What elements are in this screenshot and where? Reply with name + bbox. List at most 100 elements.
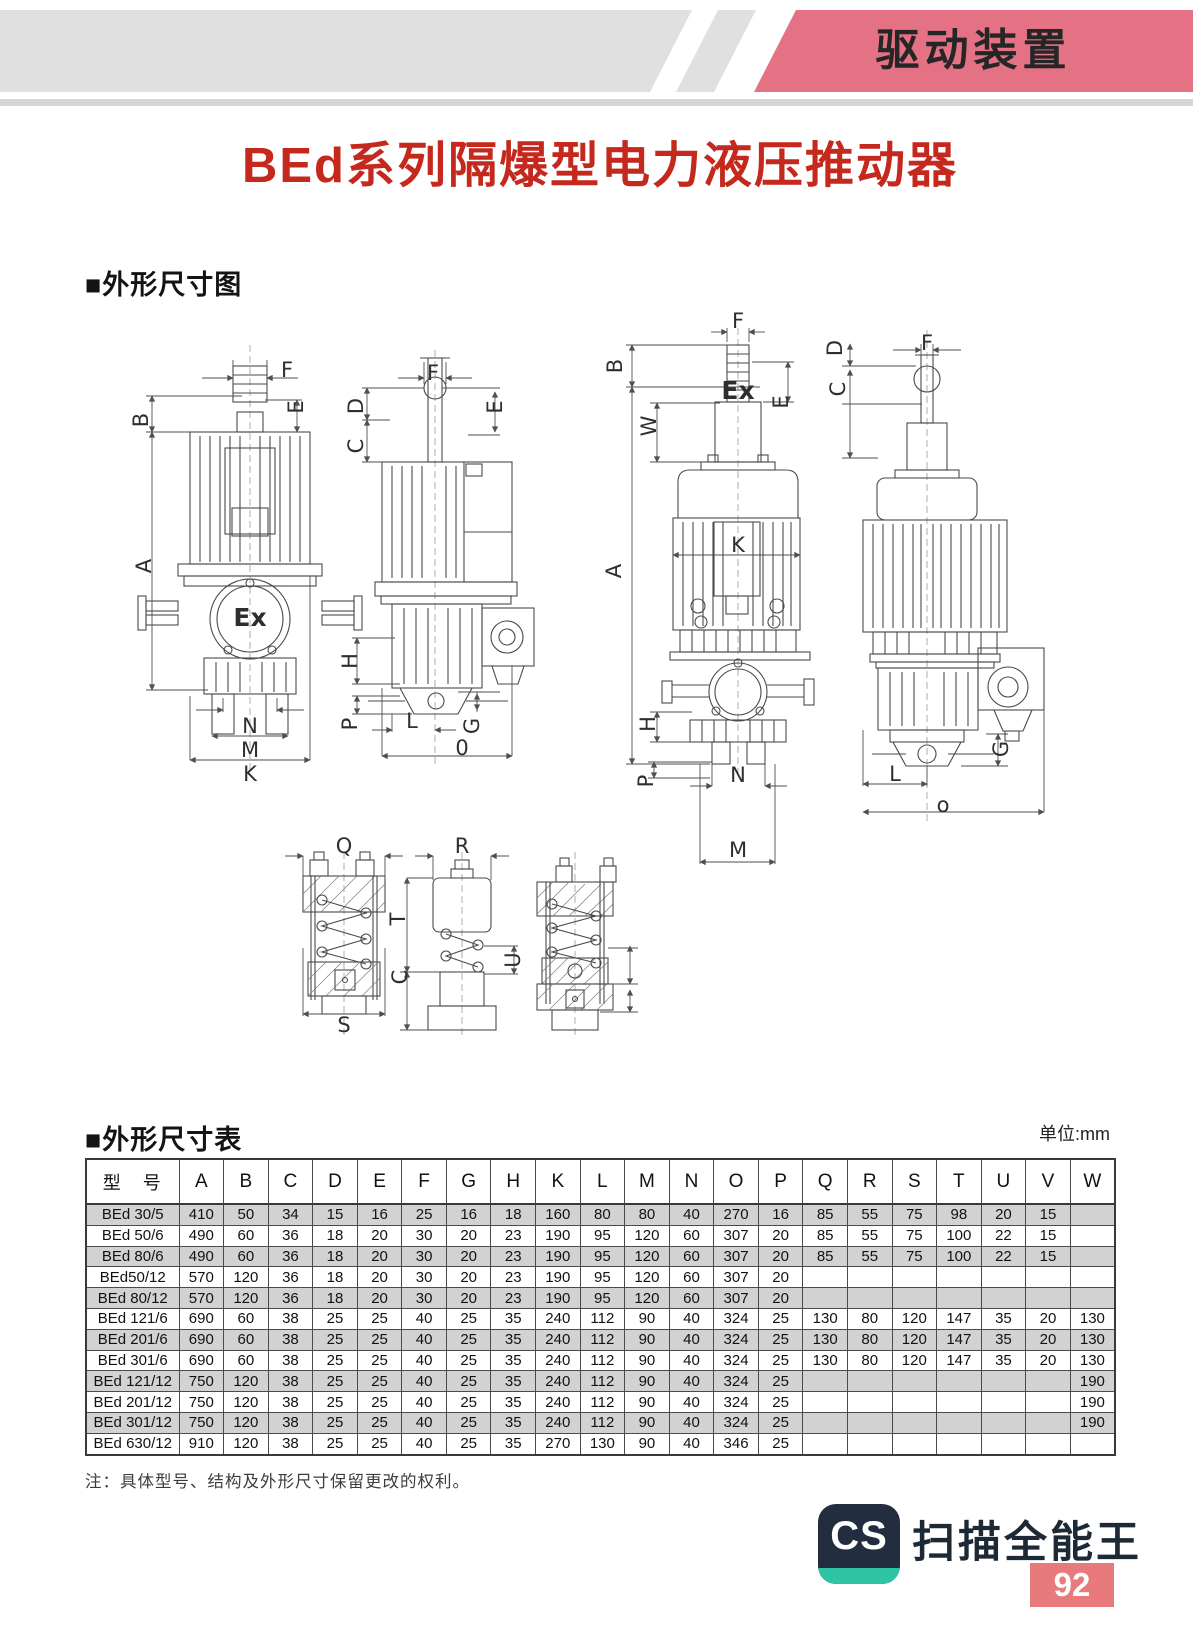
table-cell: 35 — [490, 1432, 536, 1456]
table-cell: 40 — [401, 1349, 447, 1372]
dimension-label: o — [937, 793, 950, 817]
table-cell: 120 — [624, 1287, 670, 1309]
table-cell — [891, 1432, 938, 1456]
table-cell: 30 — [401, 1224, 447, 1247]
dimension-label: P — [634, 775, 658, 788]
model-cell: BEd 80/6 — [85, 1245, 180, 1268]
logo-cs-text: CS — [830, 1514, 888, 1558]
table-cell: 25 — [757, 1370, 804, 1393]
table-cell: 112 — [579, 1411, 626, 1434]
table-cell — [802, 1370, 848, 1393]
banner-rule — [0, 99, 1193, 106]
dimension-label: C — [344, 439, 368, 454]
table-cell — [936, 1370, 982, 1393]
banner-gray-band — [0, 10, 692, 92]
table-cell: 38 — [267, 1328, 314, 1351]
table-cell — [802, 1391, 848, 1413]
table-cell — [1069, 1203, 1116, 1226]
table-cell: 40 — [401, 1307, 447, 1330]
table-cell: 690 — [178, 1349, 225, 1372]
table-cell: 90 — [624, 1432, 670, 1456]
table-cell: 25 — [356, 1432, 403, 1456]
table-cell: 90 — [624, 1307, 670, 1330]
dimension-label: 0 — [455, 736, 468, 760]
table-cell: 120 — [624, 1224, 670, 1247]
table-cell: 25 — [445, 1349, 492, 1372]
table-cell: 20 — [757, 1287, 804, 1309]
table-cell — [846, 1411, 893, 1434]
table-cell: 15 — [1025, 1245, 1071, 1268]
table-cell: 25 — [356, 1349, 403, 1372]
table-cell: 750 — [178, 1370, 225, 1393]
table-cell: 15 — [312, 1203, 358, 1226]
table-cell: 130 — [1069, 1349, 1116, 1372]
table-cell: 20 — [356, 1266, 403, 1289]
table-cell: 190 — [535, 1224, 581, 1247]
note-text: 注：具体型号、结构及外形尺寸保留更改的权利。 — [85, 1473, 470, 1491]
table-cell: 25 — [356, 1307, 403, 1330]
table-cell: 75 — [891, 1203, 938, 1226]
column-header-T: T — [936, 1158, 982, 1205]
table-cell: 38 — [267, 1391, 314, 1413]
table-cell: 190 — [1069, 1370, 1116, 1393]
table-cell: 120 — [891, 1307, 938, 1330]
table-cell: 25 — [356, 1370, 403, 1393]
table-cell — [980, 1391, 1027, 1413]
table-cell: 120 — [223, 1266, 269, 1289]
table-cell: 23 — [490, 1245, 536, 1268]
dimension-label: M — [729, 838, 747, 862]
table-cell: 35 — [490, 1349, 536, 1372]
table-cell: 20 — [356, 1245, 403, 1268]
model-cell: BEd 630/12 — [85, 1432, 180, 1456]
table-cell: 16 — [757, 1203, 804, 1226]
table-cell: 85 — [802, 1245, 848, 1268]
table-cell: 120 — [223, 1432, 269, 1456]
table-cell: 35 — [490, 1391, 536, 1413]
column-header-A: A — [178, 1158, 225, 1205]
page-number-badge: 92 — [1030, 1563, 1114, 1607]
table-cell: 18 — [312, 1224, 358, 1247]
table-cell — [846, 1432, 893, 1456]
dimension-label: B — [129, 413, 153, 427]
table-cell: 35 — [490, 1307, 536, 1330]
table-cell: 120 — [223, 1370, 269, 1393]
dimension-label: G — [989, 741, 1013, 757]
table-cell: 120 — [891, 1328, 938, 1351]
table-cell: 240 — [535, 1307, 581, 1330]
table-cell: 95 — [579, 1224, 626, 1247]
dimension-label: E — [769, 395, 793, 408]
table-cell: 490 — [178, 1224, 225, 1247]
model-cell: BEd50/12 — [85, 1266, 180, 1289]
table-cell — [1069, 1432, 1116, 1456]
table-cell — [936, 1411, 982, 1434]
table-cell: 40 — [668, 1203, 715, 1226]
column-header-Q: Q — [802, 1158, 848, 1205]
table-cell: 95 — [579, 1245, 626, 1268]
table-cell — [891, 1391, 938, 1413]
table-cell: 750 — [178, 1391, 225, 1413]
dimension-label: L — [889, 762, 901, 786]
column-header-F: F — [401, 1158, 447, 1205]
table-cell: 190 — [535, 1266, 581, 1289]
model-cell: BEd 201/12 — [85, 1391, 180, 1413]
table-cell: 190 — [1069, 1391, 1116, 1413]
table-cell: 120 — [624, 1266, 670, 1289]
table-cell: 90 — [624, 1411, 670, 1434]
table-cell: 60 — [668, 1266, 715, 1289]
table-cell: 30 — [401, 1287, 447, 1309]
table-cell — [1069, 1224, 1116, 1247]
table-cell: 307 — [713, 1266, 759, 1289]
table-cell: 240 — [535, 1328, 581, 1351]
table-cell: 80 — [624, 1203, 670, 1226]
drawing-side-view-large — [842, 330, 1045, 822]
dimension-label: D — [823, 340, 847, 356]
table-cell — [1069, 1245, 1116, 1268]
table-cell — [891, 1287, 938, 1309]
banner-pink-band — [754, 10, 1193, 92]
